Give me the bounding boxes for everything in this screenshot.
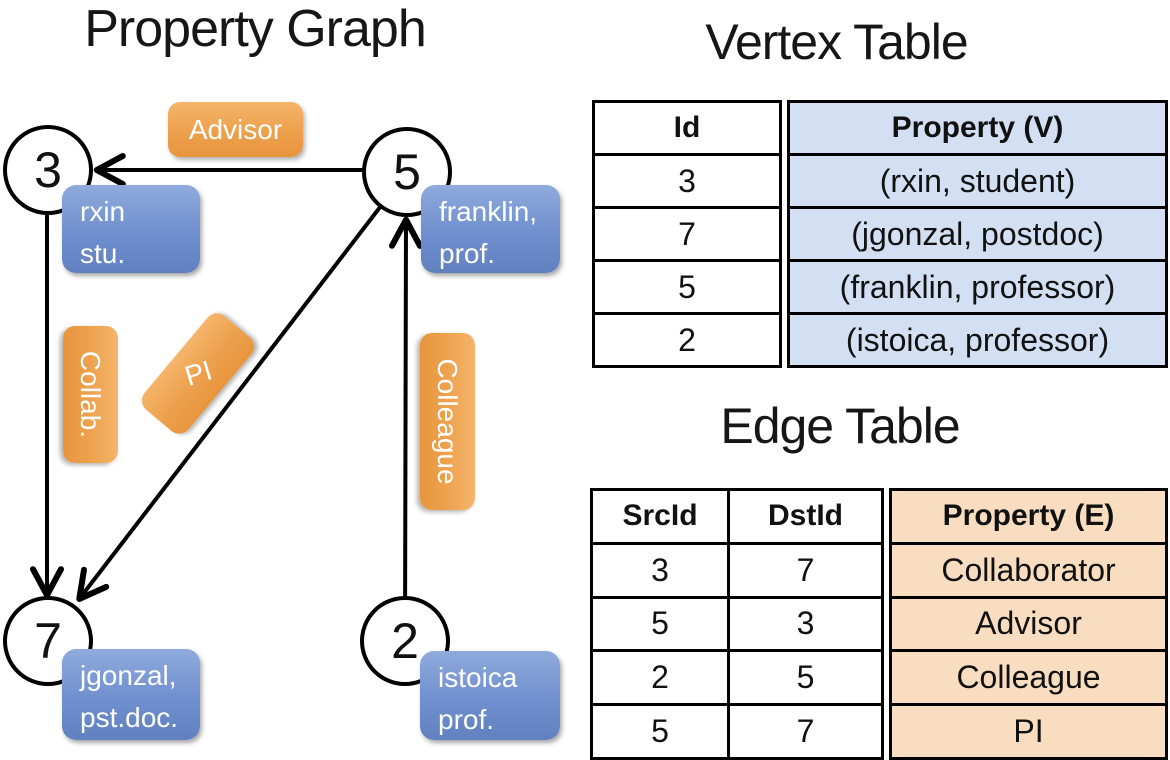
vertex-tag-franklin: franklin, prof.: [421, 185, 560, 273]
column-header-property-v: Property (V): [891, 111, 1064, 144]
edge-5-to-7: [76, 170, 409, 602]
table-cell: Colleague: [892, 649, 1165, 703]
table-cell: 2: [595, 312, 779, 365]
vertex-table-id-column: Id 3 7 5 2: [592, 100, 782, 368]
edge-2-to-5: [388, 216, 423, 642]
vertex-id-label: 5: [393, 144, 421, 200]
vertex-tag-jgonzal: jgonzal, pst.doc.: [62, 649, 200, 740]
edge-label-collab: Collab.: [63, 326, 118, 463]
table-cell: 5: [595, 259, 779, 312]
table-cell: 5: [593, 703, 727, 757]
table-cell: 3: [593, 541, 727, 596]
table-cell: 5: [730, 649, 881, 703]
edge-table-title: Edge Table: [720, 398, 960, 454]
column-header-dstid: DstId: [768, 499, 843, 533]
edge-label-text: Advisor: [188, 113, 283, 145]
tag-line: prof.: [438, 704, 495, 735]
table-cell: 5: [593, 595, 727, 650]
table-cell: 7: [730, 541, 881, 596]
edge-label-colleague: Colleague: [420, 333, 475, 510]
table-cell: (istoica, professor): [790, 312, 1165, 365]
table-cell: 7: [730, 703, 881, 757]
edge-label-advisor: Advisor: [168, 102, 303, 157]
table-cell: (rxin, student): [790, 153, 1165, 206]
vertex-id-label: 3: [34, 142, 62, 198]
edge-table-property-column: Property (E) Collaborator Advisor Collea…: [889, 488, 1168, 760]
tag-line: franklin,: [439, 196, 538, 227]
table-cell: 7: [595, 206, 779, 259]
property-graph-title: Property Graph: [84, 0, 427, 58]
tag-line: prof.: [439, 238, 496, 269]
table-cell: 3: [730, 595, 881, 650]
edge-table-dstid-column: DstId 7 3 5 7: [727, 491, 881, 757]
edge-label-text: Colleague: [432, 358, 464, 485]
edge-label-text: PI: [180, 354, 216, 392]
vertex-tag-istoica: istoica prof.: [420, 651, 560, 740]
vertex-node-5: 5: [362, 127, 452, 217]
table-cell: Collaborator: [892, 541, 1165, 596]
vertex-tag-rxin: rxin stu.: [62, 185, 200, 273]
tag-line: rxin: [80, 196, 126, 227]
table-cell: Advisor: [892, 595, 1165, 650]
edge-table-id-columns: SrcId 3 5 2 5 DstId 7 3 5 7: [590, 488, 884, 760]
edge-table-srcid-column: SrcId 3 5 2 5: [593, 491, 727, 757]
edge-label-text: Collab.: [75, 350, 107, 439]
column-header-id: Id: [673, 111, 701, 144]
column-header-property-e: Property (E): [942, 499, 1115, 533]
table-cell: PI: [892, 703, 1165, 757]
vertex-table-title: Vertex Table: [705, 14, 968, 70]
tag-line: stu.: [80, 238, 126, 269]
column-header-srcid: SrcId: [622, 499, 698, 533]
table-cell: (franklin, professor): [790, 259, 1165, 312]
table-cell: 3: [595, 153, 779, 206]
vertex-id-label: 2: [391, 613, 419, 669]
tag-line: jgonzal,: [80, 660, 177, 691]
graph-edges-layer: [30, 153, 423, 642]
table-cell: (jgonzal, postdoc): [790, 206, 1165, 259]
tag-line: pst.doc.: [80, 702, 179, 733]
tag-line: istoica: [438, 662, 518, 693]
vertex-id-label: 7: [34, 613, 62, 669]
vertex-node-2: 2: [360, 596, 450, 686]
vertex-table-property-column: Property (V) (rxin, student) (jgonzal, p…: [787, 100, 1168, 368]
table-cell: 2: [593, 649, 727, 703]
